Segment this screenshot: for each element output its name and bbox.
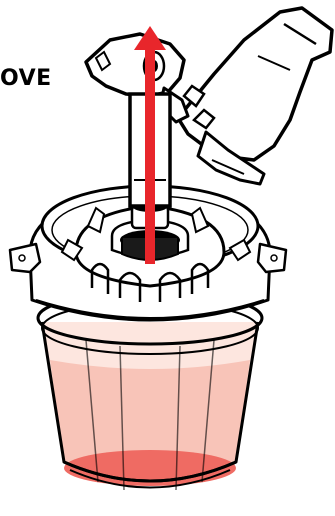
instruction-word: OVE [0,66,52,91]
spray-gun-icon [84,6,334,208]
upward-arrow-icon [134,26,166,264]
paint-cup-icon [36,290,264,491]
